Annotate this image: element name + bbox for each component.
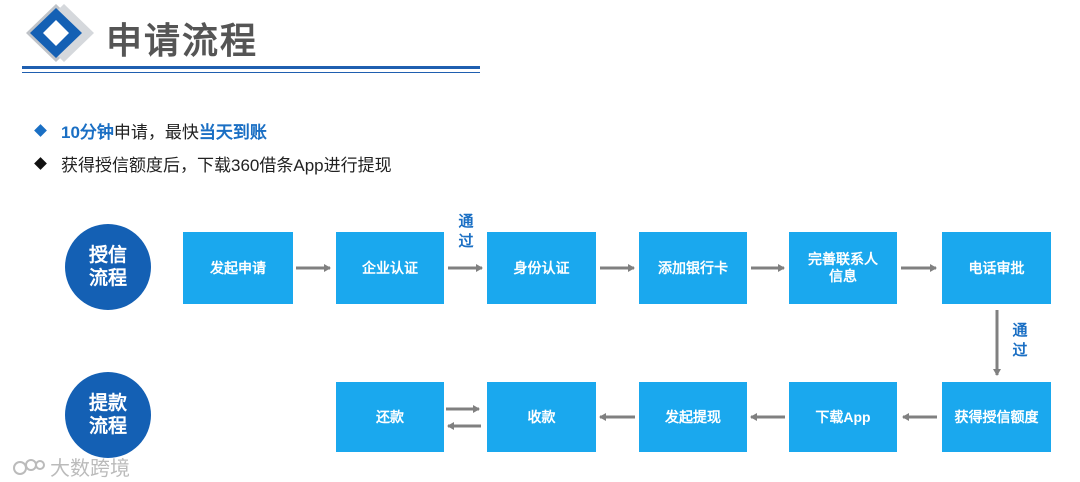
watermark-logo-icon bbox=[13, 458, 45, 475]
step-start-withdrawal: 发起提现 bbox=[639, 382, 747, 452]
watermark: 大数跨境 bbox=[12, 452, 130, 481]
title-rule-thin bbox=[22, 72, 480, 73]
step-get-credit-limit: 获得授信额度 bbox=[942, 382, 1051, 452]
credit-flow-label: 授信流程 bbox=[65, 224, 151, 310]
withdraw-flow-label: 提款流程 bbox=[65, 372, 151, 458]
pass-label-right: 通过 bbox=[1012, 322, 1028, 359]
bullet-withdraw-note: 获得授信额度后，下载360借条App进行提现 bbox=[34, 151, 392, 176]
step-receive-funds: 收款 bbox=[487, 382, 596, 452]
step-phone-review: 电话审批 bbox=[942, 232, 1051, 304]
step-add-bank-card: 添加银行卡 bbox=[639, 232, 747, 304]
step-repay: 还款 bbox=[336, 382, 444, 452]
step-start-application: 发起申请 bbox=[183, 232, 293, 304]
step-identity-verification: 身份认证 bbox=[487, 232, 596, 304]
step-download-app: 下载App bbox=[789, 382, 897, 452]
title-diamond-icon bbox=[20, 2, 100, 64]
step-company-verification: 企业认证 bbox=[336, 232, 444, 304]
pass-label-top: 通过 bbox=[458, 213, 474, 250]
title-rule bbox=[22, 66, 480, 69]
page-title: 申请流程 bbox=[106, 20, 259, 61]
step-complete-contacts: 完善联系人信息 bbox=[789, 232, 897, 304]
bullet-application-time: 10分钟 申请，最快 当天到账 bbox=[34, 118, 267, 143]
